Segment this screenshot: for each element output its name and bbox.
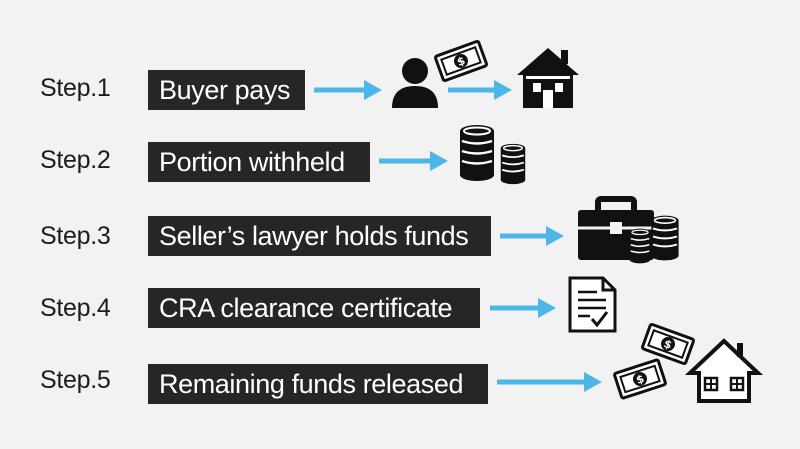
cash-icon [640,322,696,366]
step-1-box: Buyer pays [148,70,305,110]
step-4-box: CRA clearance certificate [148,288,480,328]
cash-icon [612,358,668,400]
step-5-arrow [497,372,602,392]
step-4-arrow [490,298,556,318]
house-icon [517,48,579,108]
certificate-document-icon [568,276,617,333]
step-3-label: Step.3 [40,222,111,250]
step-5-label: Step.5 [40,366,111,394]
step-2-box: Portion withheld [148,142,370,182]
step-2-label: Step.2 [40,146,111,174]
step-4-label: Step.4 [40,294,111,322]
step-1-arrow-b [448,80,512,100]
step-2-arrow [379,151,448,171]
step-1-arrow-a [314,80,382,100]
coin-stacks-icon [458,123,527,186]
house-icon [684,338,764,403]
step-1-label: Step.1 [40,74,111,102]
step-5-box: Remaining funds released [148,364,488,404]
person-icon [392,58,438,108]
step-3-box: Seller’s lawyer holds funds [148,216,491,256]
cash-icon [433,39,489,83]
step-3-arrow [500,226,564,246]
